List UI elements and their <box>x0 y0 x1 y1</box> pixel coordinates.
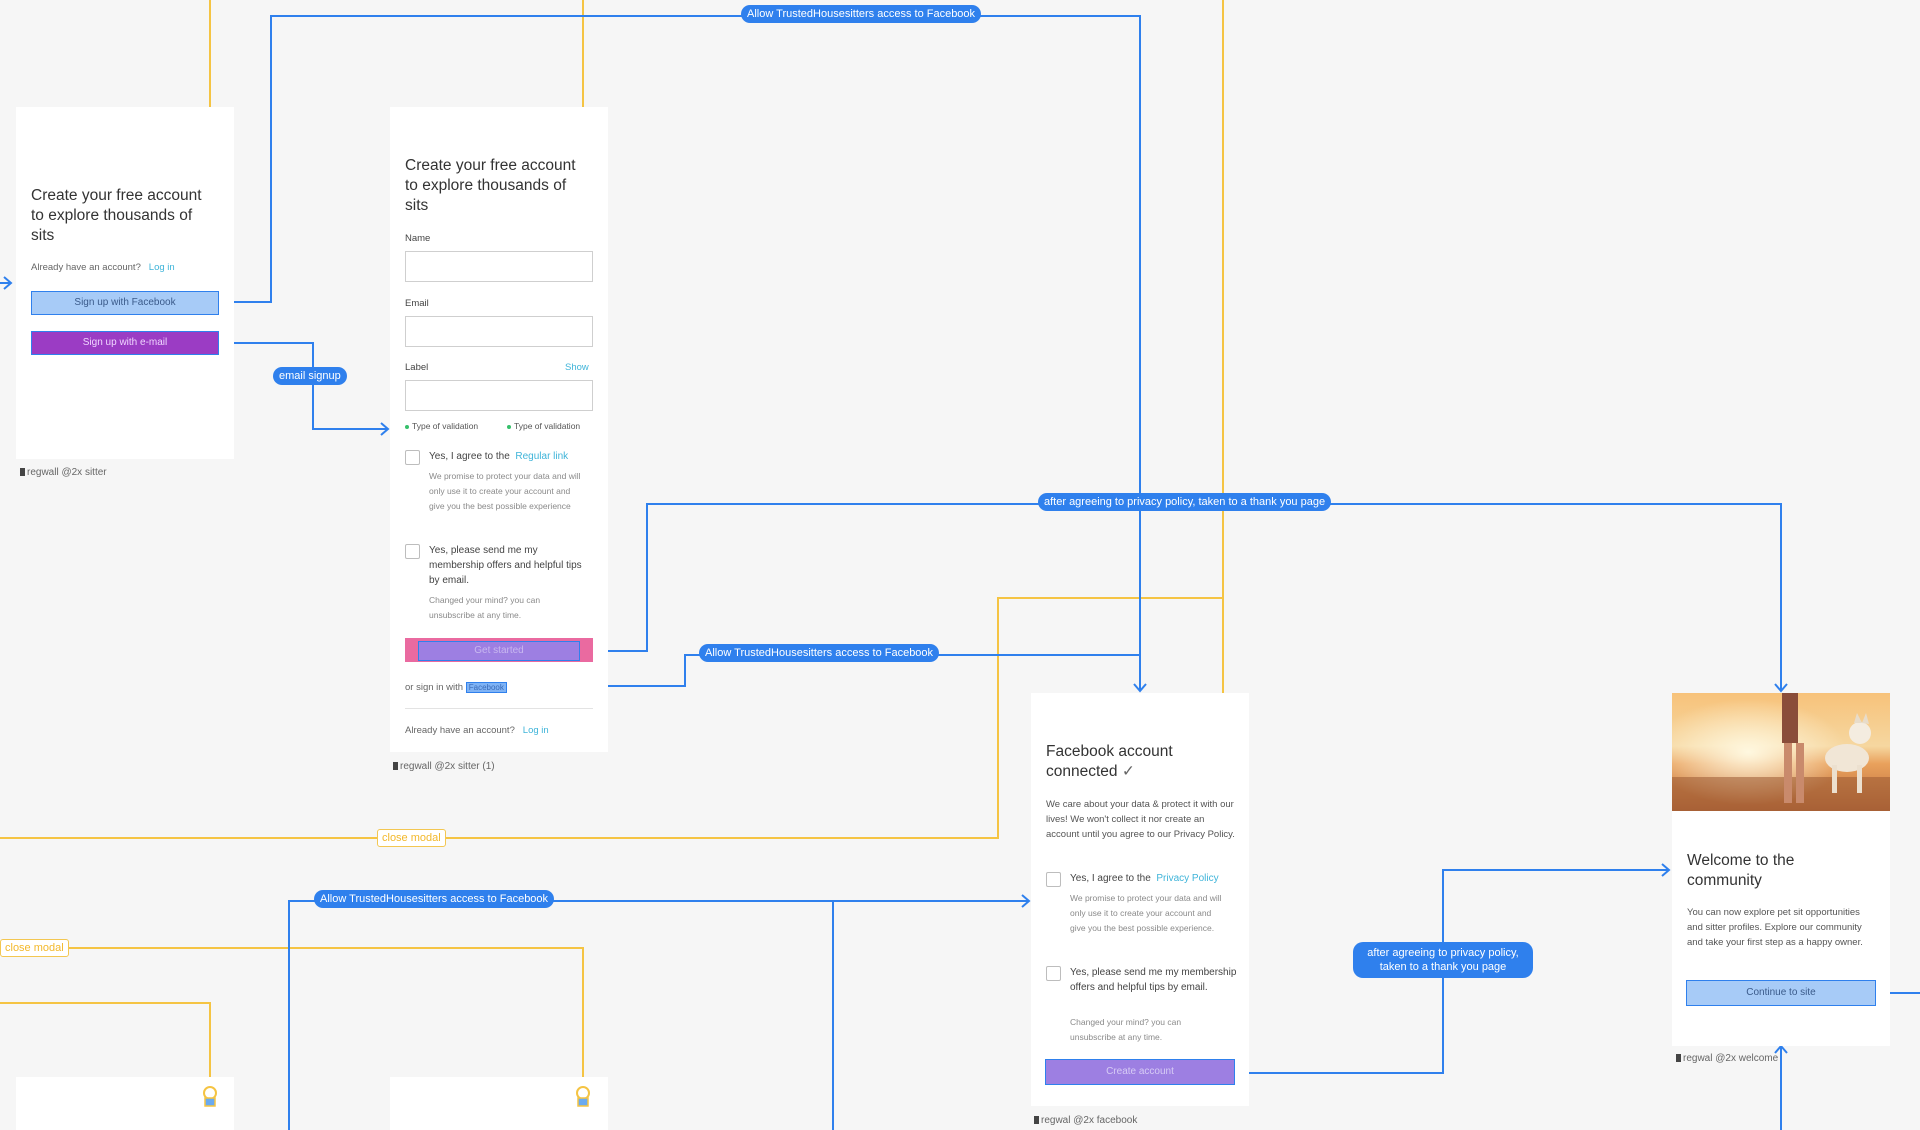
signup-email-button[interactable]: Sign up with e-mail <box>31 331 219 355</box>
validation-dot-icon <box>507 425 511 429</box>
page-title: Create your free account to explore thou… <box>405 157 576 214</box>
frame-sitter: Create your free account to explore thou… <box>16 107 234 459</box>
offers-text: Yes, please send me my membership offers… <box>1070 967 1237 993</box>
yellow-pin-icon <box>576 1086 590 1107</box>
blue-connector <box>220 342 387 430</box>
check-icon: ✓ <box>1121 763 1135 780</box>
page-title: Create your free account to explore thou… <box>31 187 202 244</box>
blue-connector <box>288 900 1028 1130</box>
continue-button[interactable]: Continue to site <box>1686 980 1876 1006</box>
yellow-pin-icon <box>203 1086 217 1107</box>
agree-text: Yes, I agree to the Regular link <box>429 451 569 462</box>
facebook-signin-link[interactable]: Facebook <box>465 682 507 693</box>
agree-subtext: We promise to protect your data and will… <box>1070 893 1222 933</box>
divider <box>405 708 593 709</box>
frame-welcome: Welcome to the community You can now exp… <box>1672 693 1890 1046</box>
agree-text: Yes, I agree to the Privacy Policy <box>1070 873 1219 884</box>
or-sign-in-with: or sign in with Facebook <box>405 682 507 693</box>
validation-hint: Type of validation <box>412 421 479 431</box>
agree-checkbox[interactable] <box>1046 872 1061 887</box>
offers-subtext: Changed your mind? you can unsubscribe a… <box>429 595 541 620</box>
name-label: Name <box>405 233 431 244</box>
get-started-container: Get started <box>405 638 593 662</box>
frame-partial <box>390 1077 608 1130</box>
email-input[interactable] <box>405 316 593 347</box>
validation-dot-icon <box>405 425 409 429</box>
password-input[interactable] <box>405 380 593 411</box>
offers-subtext: Changed your mind? you can unsubscribe a… <box>1070 1017 1182 1042</box>
frame-sitter-email: Create your free account to explore thou… <box>390 107 608 752</box>
blue-connector <box>578 503 1782 690</box>
privacy-policy-link[interactable]: Privacy Policy <box>1156 873 1219 884</box>
connector-label: close modal <box>0 939 69 957</box>
login-link[interactable]: Log in <box>148 262 175 273</box>
validation-hint: Type of validation <box>514 421 581 431</box>
connector-label: Allow TrustedHousesitters access to Face… <box>314 890 555 908</box>
connector-label: close modal <box>377 829 446 847</box>
connector-label: after agreeing to privacy policy, taken … <box>1353 942 1533 978</box>
login-link[interactable]: Log in <box>522 725 549 736</box>
frame-partial <box>16 1077 234 1130</box>
frame-label: regwal @2x welcome <box>1676 1053 1778 1064</box>
agree-checkbox[interactable] <box>405 450 420 465</box>
offers-checkbox[interactable] <box>405 544 420 559</box>
connector-label: Allow TrustedHousesitters access to Face… <box>741 5 982 23</box>
connector-label: after agreeing to privacy policy, taken … <box>1038 493 1332 511</box>
show-password-link[interactable]: Show <box>565 362 589 373</box>
yellow-connector <box>0 597 1223 839</box>
get-started-button[interactable]: Get started <box>418 641 580 661</box>
regular-link[interactable]: Regular link <box>515 451 569 462</box>
blue-connector <box>220 15 1141 690</box>
already-have-account: Already have an account? Log in <box>31 262 175 273</box>
signup-facebook-button[interactable]: Sign up with Facebook <box>31 291 219 315</box>
yellow-connector <box>0 1002 211 1090</box>
create-account-button[interactable]: Create account <box>1045 1059 1235 1085</box>
email-label: Email <box>405 298 429 309</box>
password-label: Label <box>405 362 429 373</box>
already-have-account: Already have an account? Log in <box>405 725 549 736</box>
agree-subtext: We promise to protect your data and will… <box>429 471 581 511</box>
page-title: Welcome to the community <box>1687 852 1795 889</box>
hero-photo <box>1672 693 1890 811</box>
frame-label: regwal @2x facebook <box>1034 1115 1137 1126</box>
yellow-connector <box>0 947 584 1090</box>
frame-label: regwall @2x sitter <box>20 467 107 478</box>
offers-checkbox[interactable] <box>1046 966 1061 981</box>
connector-label: Allow TrustedHousesitters access to Face… <box>699 644 940 662</box>
name-input[interactable] <box>405 251 593 282</box>
offers-text: Yes, please send me my membership offers… <box>429 545 582 586</box>
privacy-body: We care about your data & protect it wit… <box>1046 799 1235 840</box>
frame-label: regwall @2x sitter (1) <box>393 761 495 772</box>
page-title: Facebook account connected ✓ <box>1046 743 1173 780</box>
frame-facebook: Facebook account connected ✓ We care abo… <box>1031 693 1249 1106</box>
welcome-body: You can now explore pet sit opportunitie… <box>1687 907 1863 948</box>
connector-label: email signup <box>273 367 347 385</box>
